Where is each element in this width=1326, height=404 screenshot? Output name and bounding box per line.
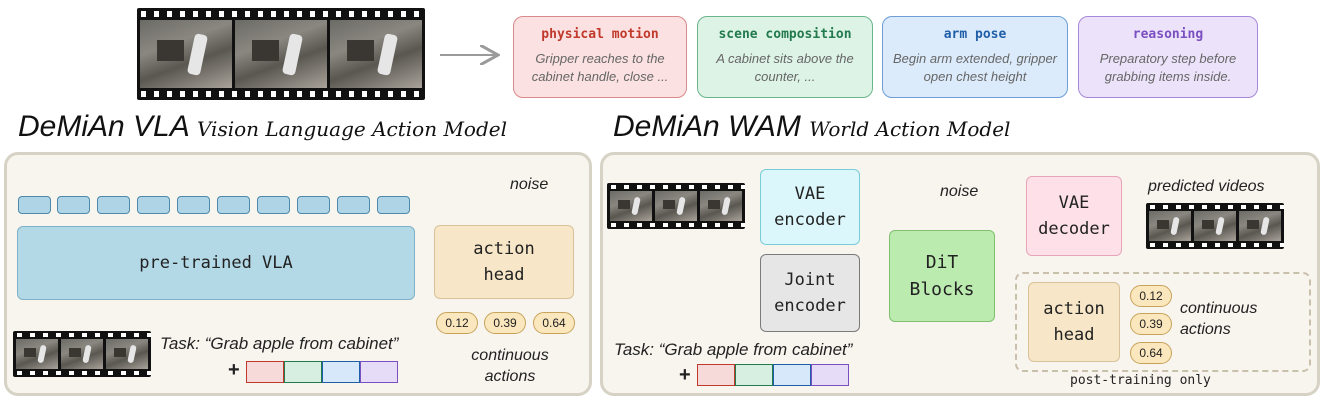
- caption-arm-pose: arm pose Begin arm extended, gripper ope…: [882, 16, 1068, 98]
- vla-actions-label: continuous actions: [471, 347, 549, 385]
- wam-actions-label: continuous actions: [1180, 300, 1258, 338]
- caption-chip-purple: [811, 364, 849, 386]
- caption-chip-green: [735, 364, 773, 386]
- caption-title: arm pose: [943, 27, 1007, 42]
- caption-title: physical motion: [541, 27, 659, 42]
- vae-decoder-label: VAE decoder: [1038, 193, 1110, 239]
- caption-reasoning: reasoning Preparatory step before grabbi…: [1078, 16, 1258, 98]
- dit-blocks-box: DiT Blocks: [889, 230, 995, 322]
- vla-task-text: Task: “Grab apple from cabinet”: [160, 334, 399, 353]
- wam-title: DeMiAn WAM World Action Model: [613, 110, 1010, 144]
- joint-encoder-box: Joint encoder: [760, 254, 860, 332]
- caption-chip-purple: [360, 361, 398, 383]
- predicted-video-filmstrip: [1146, 203, 1284, 249]
- vae-encoder-label: VAE encoder: [774, 184, 846, 230]
- caption-scene-composition: scene composition A cabinet sits above t…: [697, 16, 873, 98]
- wam-action-head-label: action head: [1043, 299, 1105, 345]
- vla-input-filmstrip: [13, 331, 151, 377]
- input-video-filmstrip: [137, 8, 425, 100]
- vae-decoder-box: VAE decoder: [1026, 176, 1122, 256]
- caption-chip-blue: [773, 364, 811, 386]
- caption-chip-red: [246, 361, 284, 383]
- token: [57, 196, 90, 214]
- caption-text: Preparatory step before grabbing items i…: [1099, 51, 1237, 84]
- wam-action-value: 0.12: [1130, 285, 1172, 307]
- post-training-region: [1015, 272, 1311, 372]
- vla-plus: +: [228, 359, 240, 381]
- pretrained-vla-box: pre-trained VLA: [17, 226, 415, 300]
- token: [97, 196, 130, 214]
- caption-chip-blue: [322, 361, 360, 383]
- vae-encoder-box: VAE encoder: [760, 169, 860, 245]
- token: [297, 196, 330, 214]
- joint-encoder-label: Joint encoder: [774, 270, 846, 316]
- post-training-label: post-training only: [1070, 373, 1211, 388]
- token: [377, 196, 410, 214]
- wam-plus: +: [679, 364, 691, 386]
- vla-action-value: 0.64: [533, 312, 575, 334]
- vla-action-value: 0.12: [436, 312, 478, 334]
- token: [18, 196, 51, 214]
- wam-task-text: Task: “Grab apple from cabinet”: [614, 340, 853, 359]
- vla-subtitle: Vision Language Action Model: [196, 117, 507, 141]
- dit-blocks-label: DiT Blocks: [909, 252, 975, 300]
- predicted-videos-label: predicted videos: [1148, 178, 1265, 195]
- caption-text: Gripper reaches to the cabinet handle, c…: [531, 51, 669, 84]
- caption-physical-motion: physical motion Gripper reaches to the c…: [513, 16, 687, 98]
- wam-subtitle: World Action Model: [809, 117, 1011, 141]
- wam-title-text: DeMiAn WAM: [613, 110, 801, 143]
- token: [137, 196, 170, 214]
- caption-title: reasoning: [1132, 27, 1204, 42]
- token: [337, 196, 370, 214]
- wam-noise-label: noise: [940, 183, 979, 200]
- pretrained-vla-label: pre-trained VLA: [139, 253, 293, 273]
- caption-text: Begin arm extended, gripper open chest h…: [892, 51, 1058, 84]
- wam-action-head-box: action head: [1028, 282, 1120, 362]
- caption-chip-red: [697, 364, 735, 386]
- vla-action-head-box: action head: [434, 225, 574, 299]
- caption-title: scene composition: [718, 27, 852, 42]
- token: [177, 196, 210, 214]
- vla-title: DeMiAn VLA Vision Language Action Model: [18, 110, 507, 144]
- vla-action-head-label: action head: [473, 239, 535, 285]
- token: [257, 196, 290, 214]
- vla-noise-label: noise: [510, 176, 549, 193]
- wam-action-value: 0.64: [1130, 342, 1172, 364]
- caption-text: A cabinet sits above the counter, ...: [716, 51, 854, 84]
- vla-title-text: DeMiAn VLA: [18, 110, 189, 143]
- wam-input-filmstrip: [607, 183, 745, 229]
- token: [217, 196, 250, 214]
- wam-action-value: 0.39: [1130, 313, 1172, 335]
- caption-chip-green: [284, 361, 322, 383]
- vla-action-value: 0.39: [484, 312, 526, 334]
